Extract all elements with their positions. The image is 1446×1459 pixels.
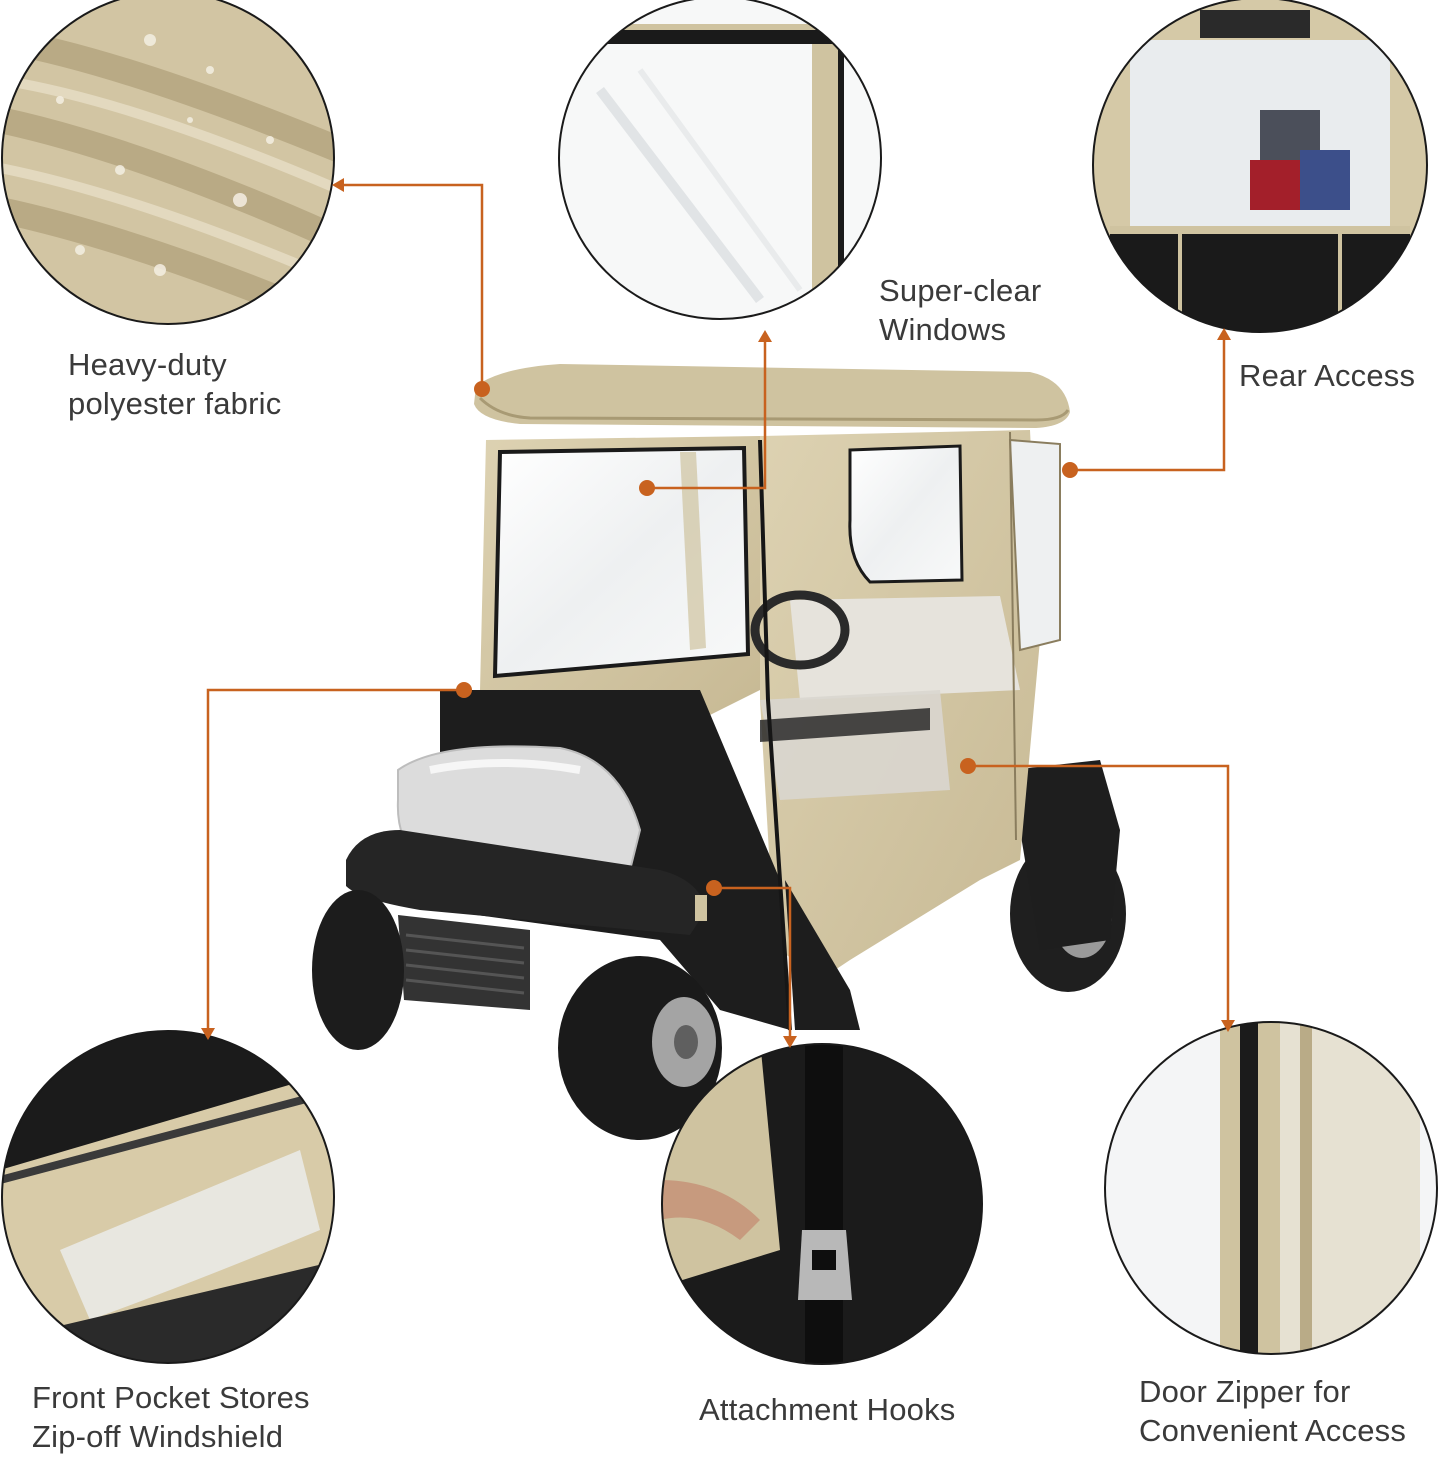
front-pocket-closeup-image bbox=[1, 1030, 335, 1364]
clear-window-closeup-image bbox=[558, 0, 882, 320]
attachment-hook-closeup-image bbox=[661, 1043, 983, 1365]
windows-label: Super-clear Windows bbox=[879, 273, 1042, 347]
callout-dots bbox=[456, 381, 1078, 896]
fabric-label: Heavy-duty polyester fabric bbox=[68, 347, 282, 421]
door-zipper-closeup-image bbox=[1104, 1021, 1438, 1355]
callout-arrowheads bbox=[201, 178, 1235, 1048]
front-pocket-label: Front Pocket Stores Zip-off Windshield bbox=[32, 1380, 310, 1454]
rear-access-closeup-image bbox=[1092, 0, 1428, 333]
door-zipper-label: Door Zipper for Convenient Access bbox=[1139, 1374, 1407, 1448]
callout-lines bbox=[206, 183, 1230, 1040]
rear-access-label: Rear Access bbox=[1239, 358, 1416, 393]
fabric-closeup-image bbox=[1, 0, 335, 325]
attachment-hooks-label: Attachment Hooks bbox=[699, 1392, 956, 1427]
golf-cart-enclosure-image bbox=[312, 364, 1126, 1140]
